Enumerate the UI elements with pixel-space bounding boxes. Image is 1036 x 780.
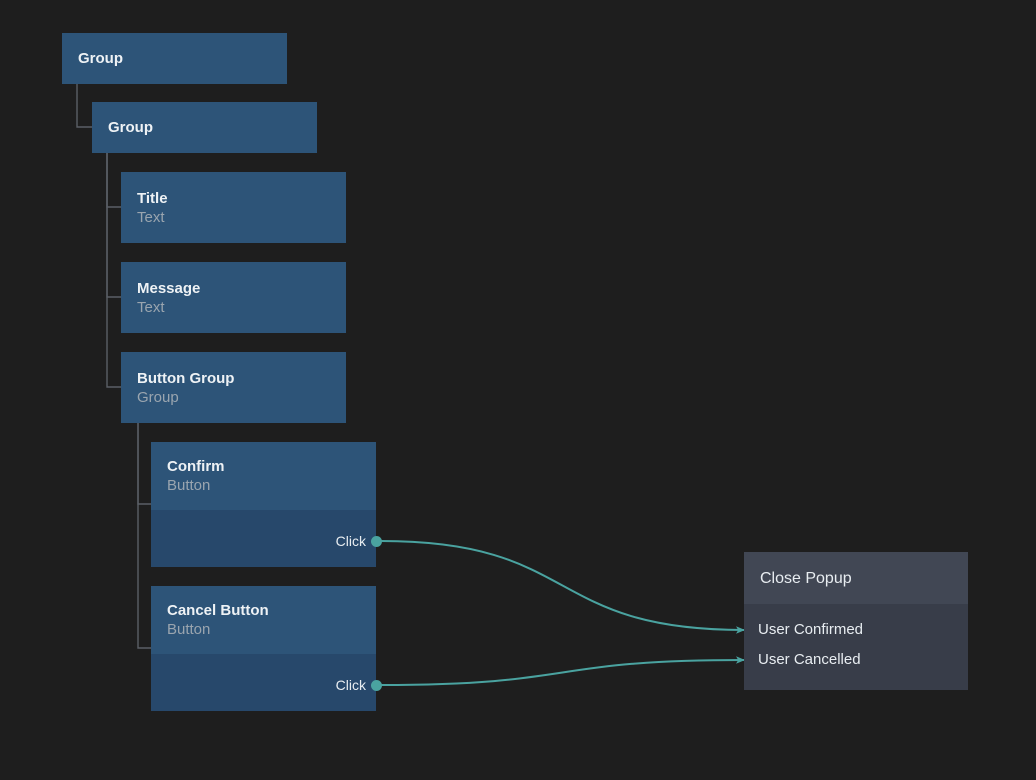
edge-cancel-click-to-user-cancelled[interactable]: [380, 656, 745, 686]
node-confirm-button-subtitle: Button: [167, 477, 211, 494]
edge-confirm-click-to-user-confirmed[interactable]: [380, 540, 745, 634]
node-root-group[interactable]: Group: [62, 33, 287, 84]
node-button-group-subtitle: Group: [137, 388, 179, 406]
input-port-user-cancelled[interactable]: User Cancelled: [758, 650, 861, 670]
node-root-group-header: Group: [62, 33, 287, 84]
node-child-group[interactable]: Group: [92, 102, 317, 153]
node-title-text-title: Title: [137, 189, 168, 207]
node-root-group-title: Group: [78, 50, 123, 67]
node-cancel-button-title: Cancel Button: [167, 602, 269, 619]
node-message-text-subtitle: Text: [137, 298, 165, 316]
node-close-popup-title: Close Popup: [760, 569, 852, 587]
node-confirm-button-body: Click: [151, 510, 382, 567]
node-child-group-title: Group: [108, 119, 153, 136]
tree-link-child-group-to-title-text: [106, 153, 121, 208]
input-port-user-cancelled-label: User Cancelled: [758, 651, 861, 668]
node-close-popup-body: User Confirmed User Cancelled: [744, 604, 968, 690]
tree-link-child-group-to-button-group: [106, 153, 121, 388]
node-child-group-header: Group: [92, 102, 317, 153]
node-button-group-title: Button Group: [137, 369, 235, 387]
node-close-popup-header: Close Popup: [744, 552, 968, 604]
tree-link-root-group-to-child-group: [76, 84, 92, 128]
input-port-user-confirmed[interactable]: User Confirmed: [758, 620, 863, 640]
tree-link-child-group-to-message-text: [106, 153, 121, 298]
output-port-confirm-button-click[interactable]: Click: [336, 532, 366, 550]
node-confirm-button-title: Confirm: [167, 458, 225, 475]
output-port-dot-cancel-button[interactable]: [370, 679, 382, 691]
node-close-popup[interactable]: Close Popup User Confirmed User Cancelle…: [744, 552, 968, 690]
output-port-confirm-button-label: Click: [335, 533, 366, 549]
tree-link-button-group-to-confirm-button: [137, 423, 151, 505]
output-port-dot-confirm-button[interactable]: [370, 535, 382, 547]
node-title-text-subtitle: Text: [137, 208, 165, 226]
node-message-text-title: Message: [137, 279, 201, 297]
output-port-cancel-button-label: Click: [335, 677, 366, 693]
input-port-user-confirmed-label: User Confirmed: [758, 621, 864, 638]
node-cancel-button-body: Click: [151, 654, 382, 711]
tree-link-button-group-to-cancel-button: [137, 423, 151, 649]
node-cancel-button-subtitle: Button: [167, 621, 211, 638]
output-port-cancel-button-click[interactable]: Click: [336, 676, 366, 694]
